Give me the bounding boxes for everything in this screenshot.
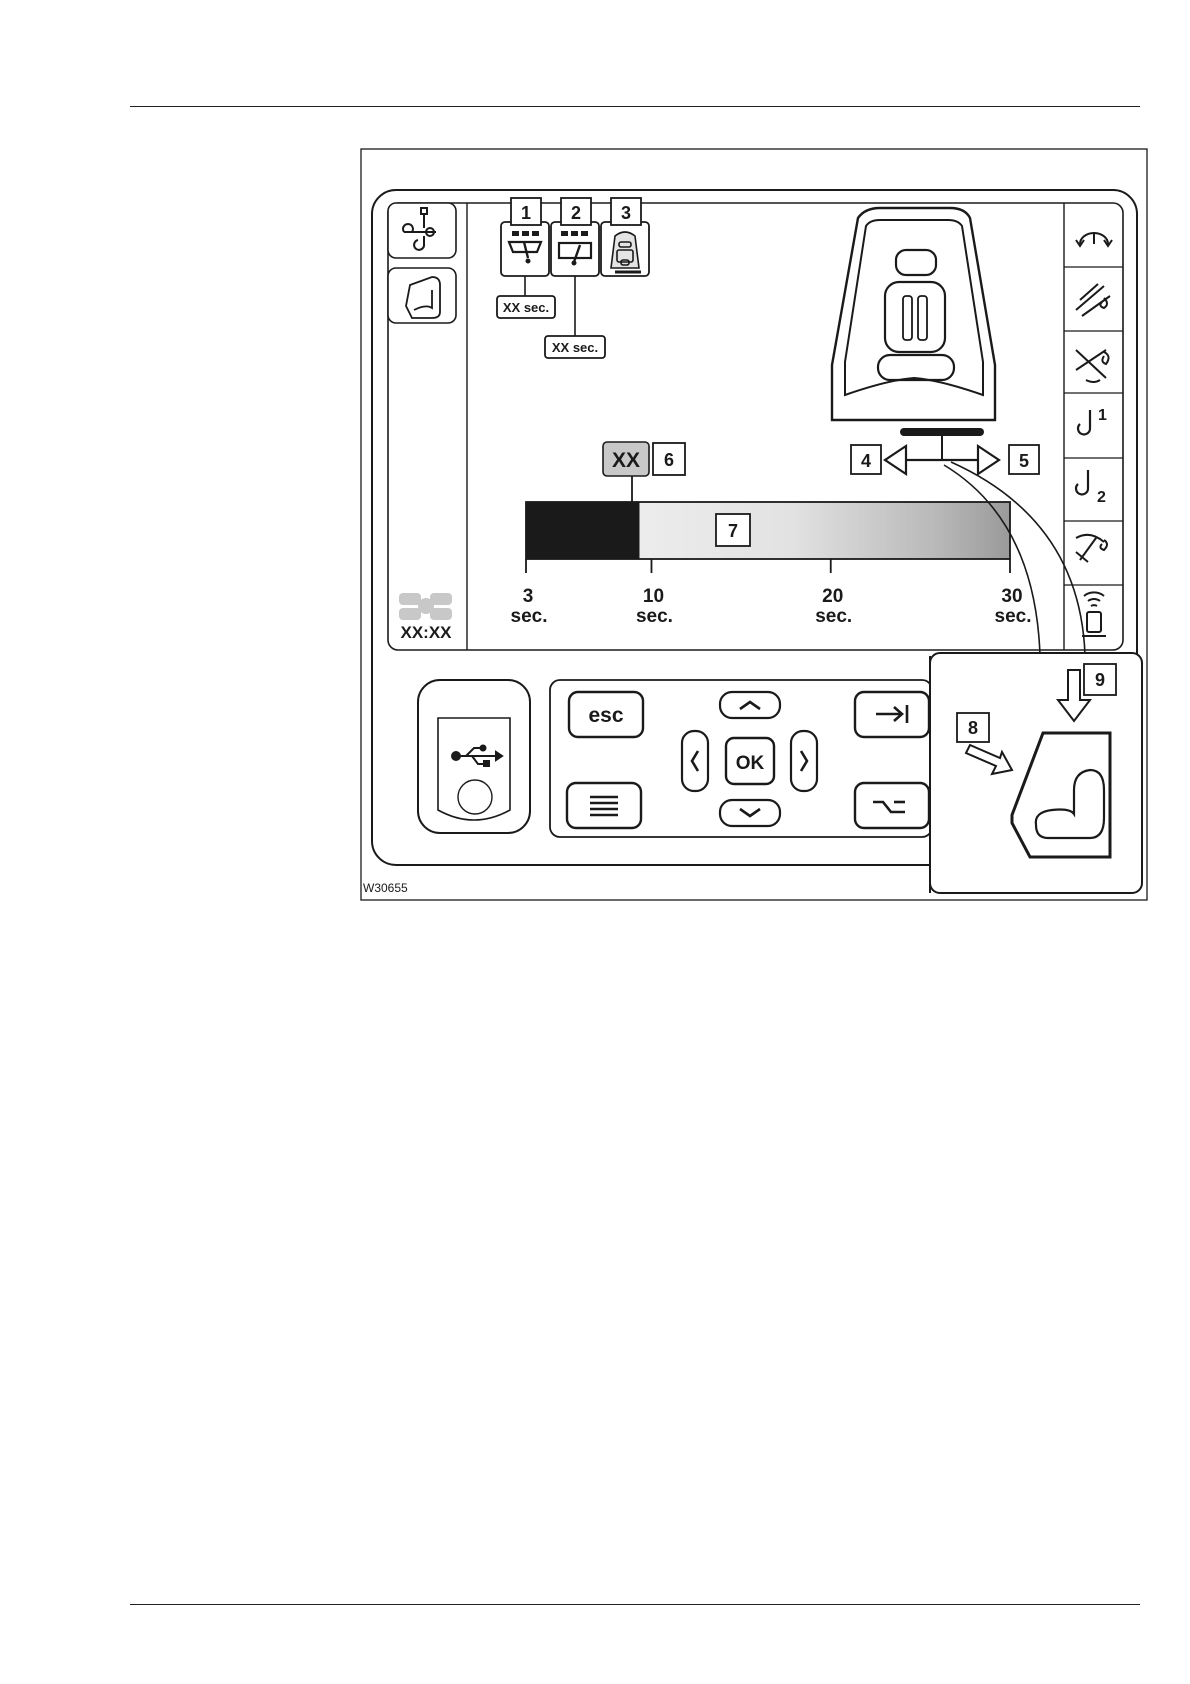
value-box: XX bbox=[603, 442, 649, 476]
status-tab-wiper-roof[interactable] bbox=[551, 222, 599, 276]
usb-port[interactable] bbox=[418, 680, 530, 833]
callout-5: 5 bbox=[1009, 445, 1039, 474]
menu-key[interactable] bbox=[567, 783, 641, 828]
screen bbox=[388, 203, 1123, 650]
sidebar-button-seat[interactable] bbox=[388, 268, 456, 323]
svg-text:1: 1 bbox=[1098, 407, 1107, 424]
svg-text:esc: esc bbox=[588, 704, 623, 727]
esc-key[interactable]: esc bbox=[569, 692, 643, 737]
status-tab-wiper-front[interactable] bbox=[501, 222, 549, 276]
svg-text:XX sec.: XX sec. bbox=[503, 300, 549, 315]
svg-text:5: 5 bbox=[1019, 451, 1029, 471]
slider-tick-value: 20 bbox=[822, 586, 843, 607]
down-key[interactable] bbox=[720, 800, 780, 826]
callout-7: 7 bbox=[716, 514, 750, 546]
svg-text:XX: XX bbox=[612, 449, 640, 472]
ok-key[interactable]: OK bbox=[726, 738, 774, 784]
slider-tick-unit: sec. bbox=[636, 606, 673, 627]
tab-key[interactable] bbox=[855, 692, 929, 737]
left-key[interactable] bbox=[682, 731, 708, 791]
slider-tick-value: 10 bbox=[643, 586, 664, 607]
callout-2: 2 bbox=[561, 198, 591, 225]
slider-fill bbox=[526, 502, 639, 559]
time-readout: XX:XX bbox=[400, 623, 452, 642]
callout-4: 4 bbox=[851, 445, 881, 474]
slider-tick-unit: sec. bbox=[995, 606, 1032, 627]
svg-text:7: 7 bbox=[728, 521, 738, 541]
up-key[interactable] bbox=[720, 692, 780, 718]
callout-6: 6 bbox=[653, 443, 685, 475]
svg-text:2: 2 bbox=[571, 203, 581, 223]
svg-text:4: 4 bbox=[861, 451, 871, 471]
slider-tick-unit: sec. bbox=[511, 606, 548, 627]
svg-text:XX sec.: XX sec. bbox=[552, 340, 598, 355]
toggle-key[interactable] bbox=[855, 783, 929, 828]
slider-tick-value: 3 bbox=[523, 586, 534, 607]
svg-text:8: 8 bbox=[968, 718, 978, 738]
slider-tick-value: 30 bbox=[1001, 586, 1022, 607]
status-tab-seat-heating[interactable] bbox=[601, 222, 649, 276]
right-key[interactable] bbox=[791, 731, 817, 791]
callout-1: 1 bbox=[511, 198, 541, 225]
figure-id: W30655 bbox=[363, 881, 408, 895]
callout-8: 8 bbox=[957, 713, 989, 742]
callout-3: 3 bbox=[611, 198, 641, 225]
timer-label-2: XX sec. bbox=[545, 336, 605, 358]
svg-text:3: 3 bbox=[621, 203, 631, 223]
svg-text:6: 6 bbox=[664, 450, 674, 470]
svg-text:2: 2 bbox=[1097, 489, 1106, 506]
svg-text:OK: OK bbox=[736, 753, 765, 774]
svg-text:1: 1 bbox=[521, 203, 531, 223]
slider-tick-unit: sec. bbox=[815, 606, 852, 627]
svg-text:9: 9 bbox=[1095, 670, 1105, 690]
callout-9: 9 bbox=[1084, 664, 1116, 695]
timer-label-1: XX sec. bbox=[497, 296, 555, 318]
sidebar-button-crane-mode[interactable] bbox=[388, 203, 456, 258]
